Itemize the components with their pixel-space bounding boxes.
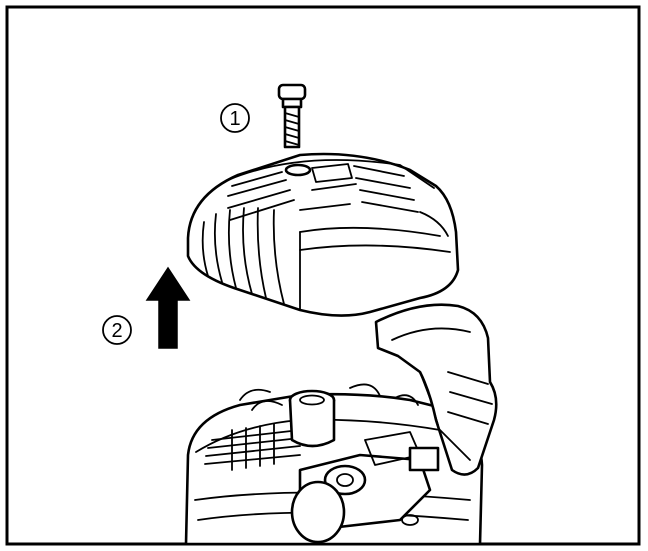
callout-1-circle [220, 103, 250, 133]
hinged-flap [374, 303, 498, 476]
screw-icon [277, 83, 307, 149]
cylinder-fins [204, 423, 301, 471]
callout-2-circle [102, 315, 132, 345]
spark-plug-boss [288, 389, 336, 448]
cover-vent-slots [227, 163, 419, 221]
callout-2: 2 [102, 315, 132, 345]
callout-1: 1 [220, 103, 250, 133]
screw-hole [284, 163, 312, 177]
cover-side-fins [201, 207, 285, 305]
arrow-up-icon [145, 266, 191, 349]
callout-1-label: 1 [229, 108, 240, 130]
engine-housing [184, 383, 484, 546]
callout-2-label: 2 [111, 320, 122, 342]
engine-cover [186, 152, 460, 317]
